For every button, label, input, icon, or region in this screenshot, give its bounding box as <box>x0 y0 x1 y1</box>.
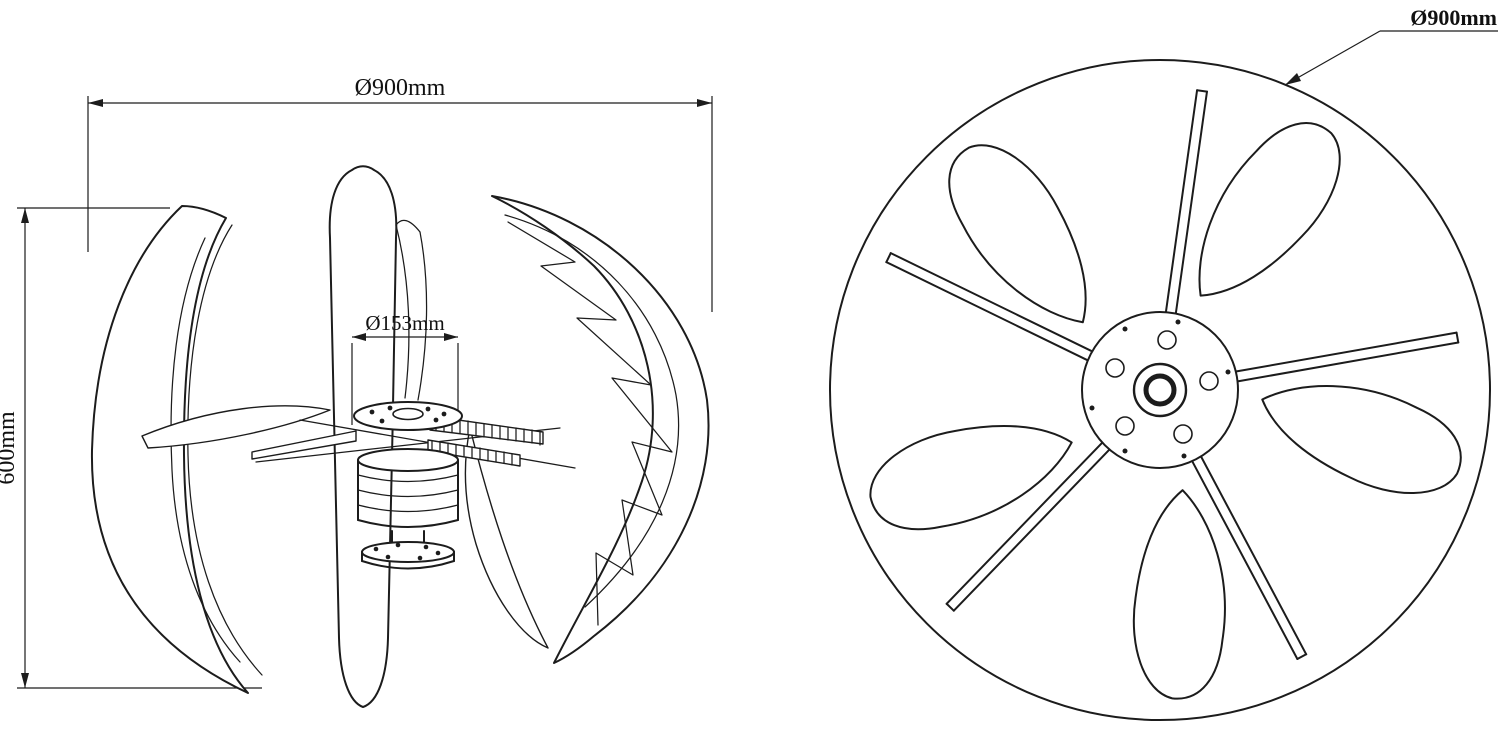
hub-rivet <box>1089 405 1095 411</box>
spoke <box>885 252 1094 362</box>
hub-bolt <box>441 411 447 417</box>
top-view: Ø900mm <box>829 5 1498 721</box>
leader-arrow-icon <box>1285 73 1301 85</box>
generator-bottom <box>357 519 459 528</box>
hub-rivet <box>1225 369 1231 375</box>
spoke <box>1164 89 1208 315</box>
hub-bolt <box>433 417 439 423</box>
blades <box>869 122 1462 700</box>
spoke <box>1191 455 1308 660</box>
blade <box>1132 489 1226 700</box>
right-rotor-arm-lower-hatch <box>431 440 513 466</box>
flange-bolt <box>423 544 429 550</box>
hub-rivet <box>1122 448 1128 454</box>
hub-bolt-hole <box>1199 371 1219 391</box>
flange-bolt <box>373 546 379 552</box>
hub-bolt <box>387 405 393 411</box>
rotor-swept-circle <box>829 59 1491 721</box>
blade-center-mast <box>328 165 428 708</box>
right-rotor-arm-lower <box>427 439 521 467</box>
shaft-bore <box>1143 373 1177 407</box>
side-view: Ø900mm 600mm <box>0 75 713 708</box>
blade <box>948 144 1087 324</box>
blade-left-outer <box>90 205 263 694</box>
hub-center-hole <box>392 407 424 421</box>
flange-bolt <box>435 550 441 556</box>
left-rotor-arm <box>251 430 357 460</box>
generator-section-line <box>357 489 459 498</box>
twist-line-left <box>395 224 410 399</box>
generator-body <box>357 448 459 528</box>
hub-rivet <box>1175 319 1181 325</box>
dim-overall-diameter-label: Ø900mm <box>355 75 446 101</box>
rib-lines <box>507 221 673 626</box>
dim-overall-height: 600mm <box>0 207 262 689</box>
leader-line <box>1284 30 1381 86</box>
generator-section-line <box>357 504 459 513</box>
blade <box>869 425 1073 531</box>
hub-bolt-hole <box>1157 330 1177 350</box>
blade-outline <box>491 195 710 664</box>
blade-inner-wall <box>504 214 680 608</box>
arrow-left-icon <box>88 99 103 107</box>
hub-bolt <box>369 409 375 415</box>
flange-bolt <box>417 555 423 561</box>
spokes <box>885 89 1460 660</box>
hub-bolt-hole <box>1105 358 1125 378</box>
hub-assembly <box>251 401 576 570</box>
flange-plate <box>361 541 455 563</box>
twist-cap <box>395 219 421 233</box>
blade-right-crescent <box>491 195 710 664</box>
arrow-right-icon <box>697 99 712 107</box>
arrow-bottom-icon <box>21 673 29 688</box>
mount-flange <box>361 530 455 570</box>
hub-bolt <box>379 418 385 424</box>
blade-edge-on <box>141 405 331 449</box>
blade-outline <box>90 205 249 694</box>
dim-overall-height-label: 600mm <box>0 411 20 485</box>
hub-rivet <box>1122 326 1128 332</box>
generator-top <box>357 448 459 472</box>
dim-top-view-diameter-label: Ø900mm <box>1410 5 1497 30</box>
spoke <box>945 441 1111 612</box>
hub-bolt-hole <box>1173 424 1193 444</box>
blade-inner-contour-2 <box>170 237 241 663</box>
hub-bolt-hole <box>1115 416 1135 436</box>
hub-bolt <box>425 406 431 412</box>
arrow-left-icon <box>352 333 366 341</box>
hub-rivet <box>1181 453 1187 459</box>
dim-hub-diameter-label: Ø153mm <box>365 311 444 335</box>
blade-outline <box>328 165 398 708</box>
twist-line-right <box>417 231 428 401</box>
arrow-right-icon <box>444 333 458 341</box>
dim-top-view-diameter: Ø900mm <box>1284 5 1498 86</box>
blade <box>1198 122 1341 297</box>
spoke <box>1234 331 1460 383</box>
flange-bolt <box>385 554 391 560</box>
blade <box>1261 385 1462 494</box>
hub <box>1081 311 1239 469</box>
flange-rim-bottom <box>361 560 455 570</box>
arrow-top-icon <box>21 208 29 223</box>
dim-overall-diameter: Ø900mm <box>87 75 713 312</box>
flange-bolt <box>395 542 401 548</box>
dim-hub-diameter: Ø153mm <box>351 311 459 433</box>
generator-section-line <box>357 474 459 483</box>
blade-inner-contour <box>187 224 263 676</box>
